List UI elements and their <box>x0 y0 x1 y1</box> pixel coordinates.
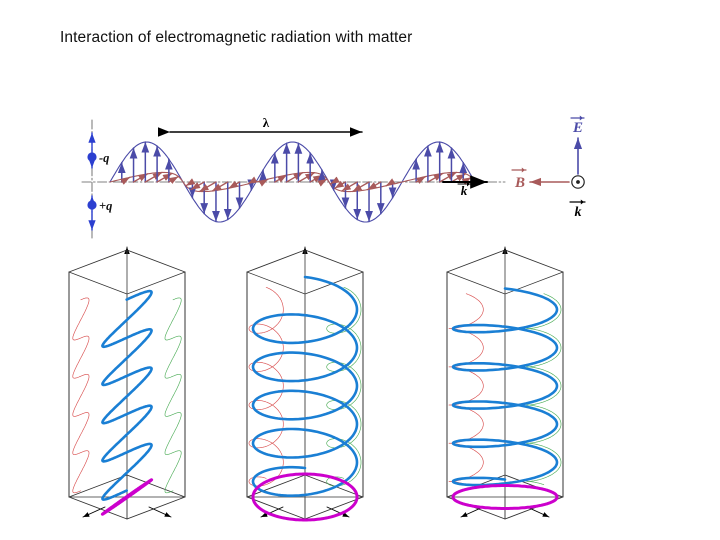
helix-trace <box>251 275 359 497</box>
wall-projection-right <box>326 287 362 487</box>
b-vector-label: B <box>514 175 525 191</box>
box-ground-axis-arrow-right <box>526 506 550 518</box>
wall-projection-left <box>72 297 90 494</box>
b-field-arrow <box>341 181 358 192</box>
charge-dot-positive <box>87 200 97 210</box>
b-field-arrow <box>351 181 370 193</box>
b-field-arrow <box>439 171 457 183</box>
box-ground-axis-arrow-left <box>82 506 106 518</box>
b-field-arrow <box>168 175 180 184</box>
wall-projection-right <box>164 297 182 494</box>
b-field-arrow <box>366 181 382 191</box>
e-vector-label: E <box>572 120 583 136</box>
b-field-arrow <box>285 172 304 183</box>
b-field-arrow <box>247 176 258 185</box>
charge-dot-negative <box>87 152 97 162</box>
polarization-box-circular <box>238 245 378 530</box>
box-ground-axis-arrow-right <box>326 506 350 518</box>
b-vector-overbar-tip <box>521 167 525 173</box>
wave-vector-overbar-tip <box>467 181 470 187</box>
charge-label-negative: -q <box>99 151 109 165</box>
page-title: Interaction of electromagnetic radiation… <box>60 29 413 46</box>
wall-projection-left <box>248 287 284 487</box>
k-out-of-page-dot <box>576 180 580 184</box>
b-field-arrow <box>144 171 163 183</box>
b-field-arrow <box>120 176 131 185</box>
b-field-arrow <box>333 180 347 189</box>
helix-trace <box>451 287 559 487</box>
b-field-arrow <box>329 176 340 185</box>
wall-projection-right <box>526 293 562 486</box>
box-ground-axis-arrow-right <box>148 506 172 518</box>
b-field-arrow <box>228 180 241 189</box>
b-field-arrow <box>211 181 229 192</box>
b-field-arrow <box>190 181 205 191</box>
polarization-box-elliptical <box>438 245 578 530</box>
b-field-arrow <box>317 178 328 187</box>
k-vector-overbar-tip <box>580 199 584 205</box>
b-field-arrow <box>415 175 427 184</box>
polarization-trace <box>100 478 154 516</box>
wavelength-label: λ <box>263 115 270 130</box>
b-field-arrow <box>258 178 269 187</box>
charge-label-positive: +q <box>99 199 112 213</box>
polarization-box-linear <box>60 245 200 530</box>
box-ground-axis-arrow-left <box>460 506 484 518</box>
box-ground-axis-arrow-left <box>260 506 284 518</box>
vector-legend-region <box>530 112 640 224</box>
b-field-arrow <box>274 174 288 183</box>
k-vector-label: k <box>575 205 582 220</box>
polarization-trace <box>451 484 559 510</box>
wave-vector-label: k <box>461 183 468 198</box>
b-field-arrow <box>385 178 396 187</box>
polarization-trace <box>251 472 359 522</box>
b-field-arrow <box>297 172 316 183</box>
e-vector-overbar-tip <box>579 115 583 121</box>
wave-diagram-region <box>70 112 490 240</box>
helix-trace <box>101 289 153 501</box>
